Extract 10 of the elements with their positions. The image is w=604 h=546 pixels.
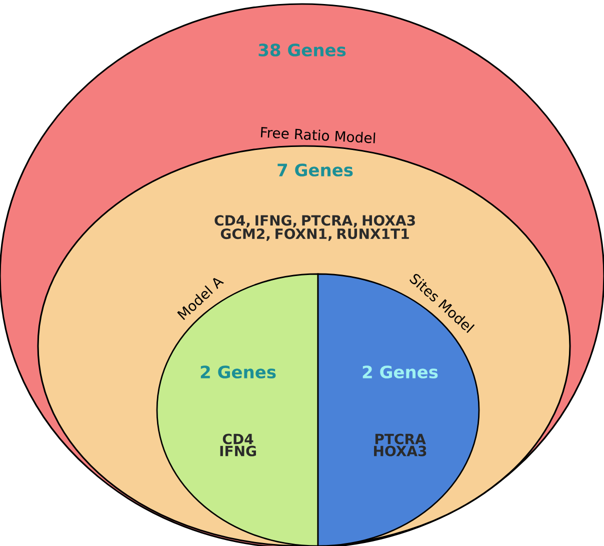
- gene-list: CD4, IFNG, PTCRA, HOXA3 GCM2, FOXN1, RUNX1T1: [214, 215, 415, 241]
- gene-count: 7 Genes: [278, 164, 353, 176]
- gene-count: 38 Genes: [258, 44, 346, 56]
- model-label: Free Ratio Model: [260, 127, 376, 144]
- gene-count: 2 Genes: [362, 366, 438, 378]
- gene-count: 2 Genes: [200, 366, 276, 378]
- half-circle: [156, 273, 319, 546]
- gene-list: CD4 IFNG: [220, 434, 256, 456]
- half-circle: [317, 273, 480, 546]
- gene-list: PTCRA HOXA3: [374, 434, 426, 456]
